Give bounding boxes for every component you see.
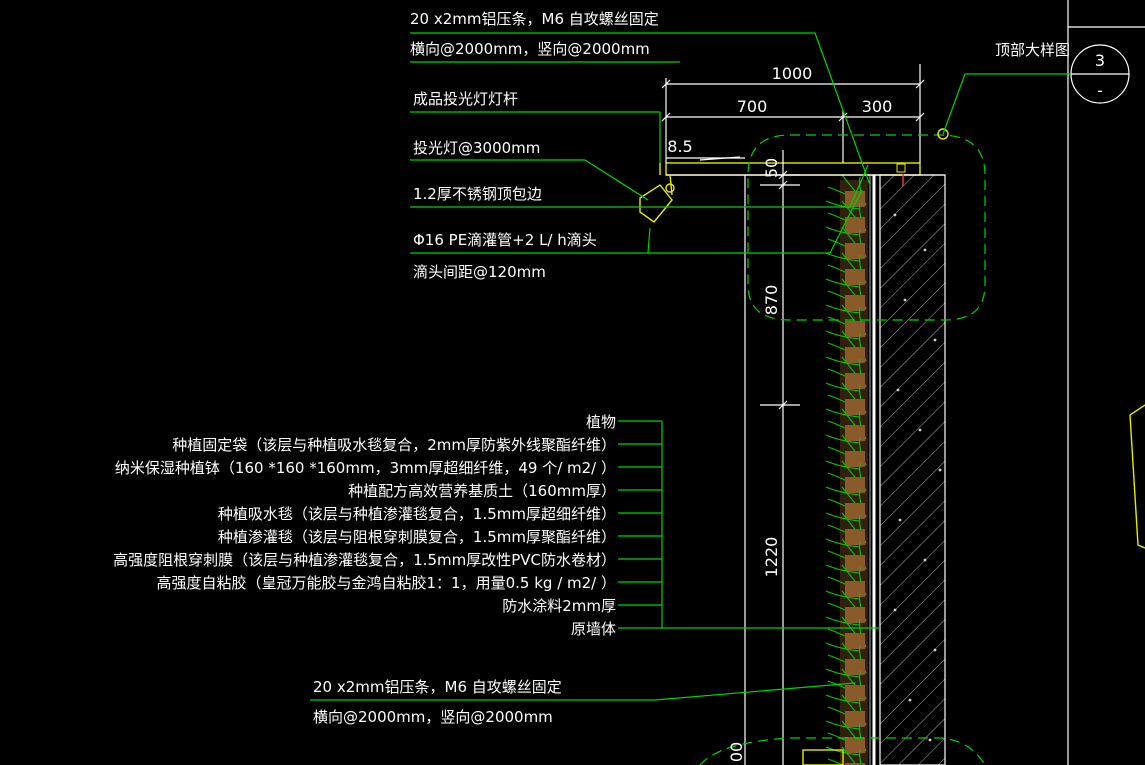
detail-sheet: - xyxy=(1097,81,1103,100)
vertical-dimensions xyxy=(760,150,800,765)
top-dimensions xyxy=(661,64,925,163)
dim-height-c: 00 xyxy=(727,742,746,762)
layer-item: 种植配方高效营养基质土（160mm厚） xyxy=(348,482,616,500)
planting-pot xyxy=(845,451,865,467)
planting-pot xyxy=(845,685,865,701)
top-label-line1: 20 x2mm铝压条，M6 自攻螺丝固定 xyxy=(410,10,659,28)
title-frame xyxy=(1067,0,1145,765)
dim-width-a: 700 xyxy=(737,97,768,116)
layer-item: 种植吸水毯（该层与种植渗灌毯复合，1.5mm厚超细纤维） xyxy=(218,505,616,523)
planting-pot xyxy=(845,425,865,441)
planting-pot xyxy=(845,243,865,259)
dim-height-a: 870 xyxy=(762,285,781,316)
planting-pot xyxy=(845,763,865,765)
detail-ref-bubble: 3 - 顶部大样图 xyxy=(942,41,1130,135)
planting-pot xyxy=(845,659,865,675)
flood-light xyxy=(639,163,675,223)
layer-item: 防水涂料2mm厚 xyxy=(502,597,616,615)
callout-drip-spacing: 滴头间距@120mm xyxy=(413,263,546,281)
layer-item: 原墙体 xyxy=(571,620,616,638)
planting-pot xyxy=(845,373,865,389)
planting-pot xyxy=(845,477,865,493)
planting-pot xyxy=(845,607,865,623)
planting-pot xyxy=(845,399,865,415)
layer-item: 纳米保湿种植钵（160 *160 *160mm，3mm厚超细纤维，49 个/ m… xyxy=(115,459,616,477)
planting-pot xyxy=(845,581,865,597)
planting-pot xyxy=(845,711,865,727)
planting-pot xyxy=(845,633,865,649)
detail-title: 顶部大样图 xyxy=(995,41,1070,59)
plant-leaf xyxy=(827,746,862,765)
layer-item: 高强度自粘胶（皇冠万能胶与金鸿自粘胶1：1，用量0.5 kg / m2/ ） xyxy=(157,574,617,592)
planting-pot xyxy=(845,555,865,571)
dim-slope: 8.5 xyxy=(667,137,692,156)
layer-item: 植物 xyxy=(586,413,616,431)
bottom-label-line2: 横向@2000mm，竖向@2000mm xyxy=(313,708,553,726)
layer-item: 高强度阻根穿刺膜（该层与种植渗灌毯复合，1.5mm厚改性PVC防水卷材） xyxy=(113,551,616,569)
callout-drip-pipe: Φ16 PE滴灌管+2 L/ h滴头 xyxy=(413,231,597,249)
detail-boundary xyxy=(699,128,986,765)
layer-item: 种植渗灌毯（该层与阻根穿刺膜复合，1.5mm厚聚酯纤维） xyxy=(218,528,616,546)
callout-flood-light: 投光灯@3000mm xyxy=(413,139,540,157)
top-label-leaders xyxy=(410,32,871,254)
layer-item: 种植固定袋（该层与种植吸水毯复合，2mm厚防紫外线聚酯纤维） xyxy=(172,436,616,454)
bottom-label-leaders xyxy=(310,682,856,701)
layer-legend: 植物 种植固定袋（该层与种植吸水毯复合，2mm厚防紫外线聚酯纤维） 纳米保湿种植… xyxy=(113,413,616,638)
callout-light-pole: 成品投光灯灯杆 xyxy=(413,90,518,108)
planting-pot xyxy=(845,217,865,233)
callout-steel-edging: 1.2厚不锈钢顶包边 xyxy=(413,185,542,203)
planting-pot xyxy=(845,321,865,337)
dim-total-width: 1000 xyxy=(772,64,813,83)
planting-pot xyxy=(845,269,865,285)
planting-pot xyxy=(845,737,865,753)
dim-width-b: 300 xyxy=(862,97,893,116)
planting-pot xyxy=(845,295,865,311)
plant-layer xyxy=(825,174,868,765)
layer-leaders xyxy=(618,420,880,629)
detail-number: 3 xyxy=(1095,51,1105,70)
planting-pot xyxy=(845,503,865,519)
top-label-line2: 横向@2000mm，竖向@2000mm xyxy=(410,40,650,58)
dim-height-top: 50 xyxy=(762,158,781,178)
planting-pot xyxy=(845,347,865,363)
wall-section xyxy=(869,174,946,765)
dim-height-b: 1220 xyxy=(762,537,781,578)
bottom-label-line1: 20 x2mm铝压条，M6 自攻螺丝固定 xyxy=(313,678,562,696)
planting-pot xyxy=(845,529,865,545)
